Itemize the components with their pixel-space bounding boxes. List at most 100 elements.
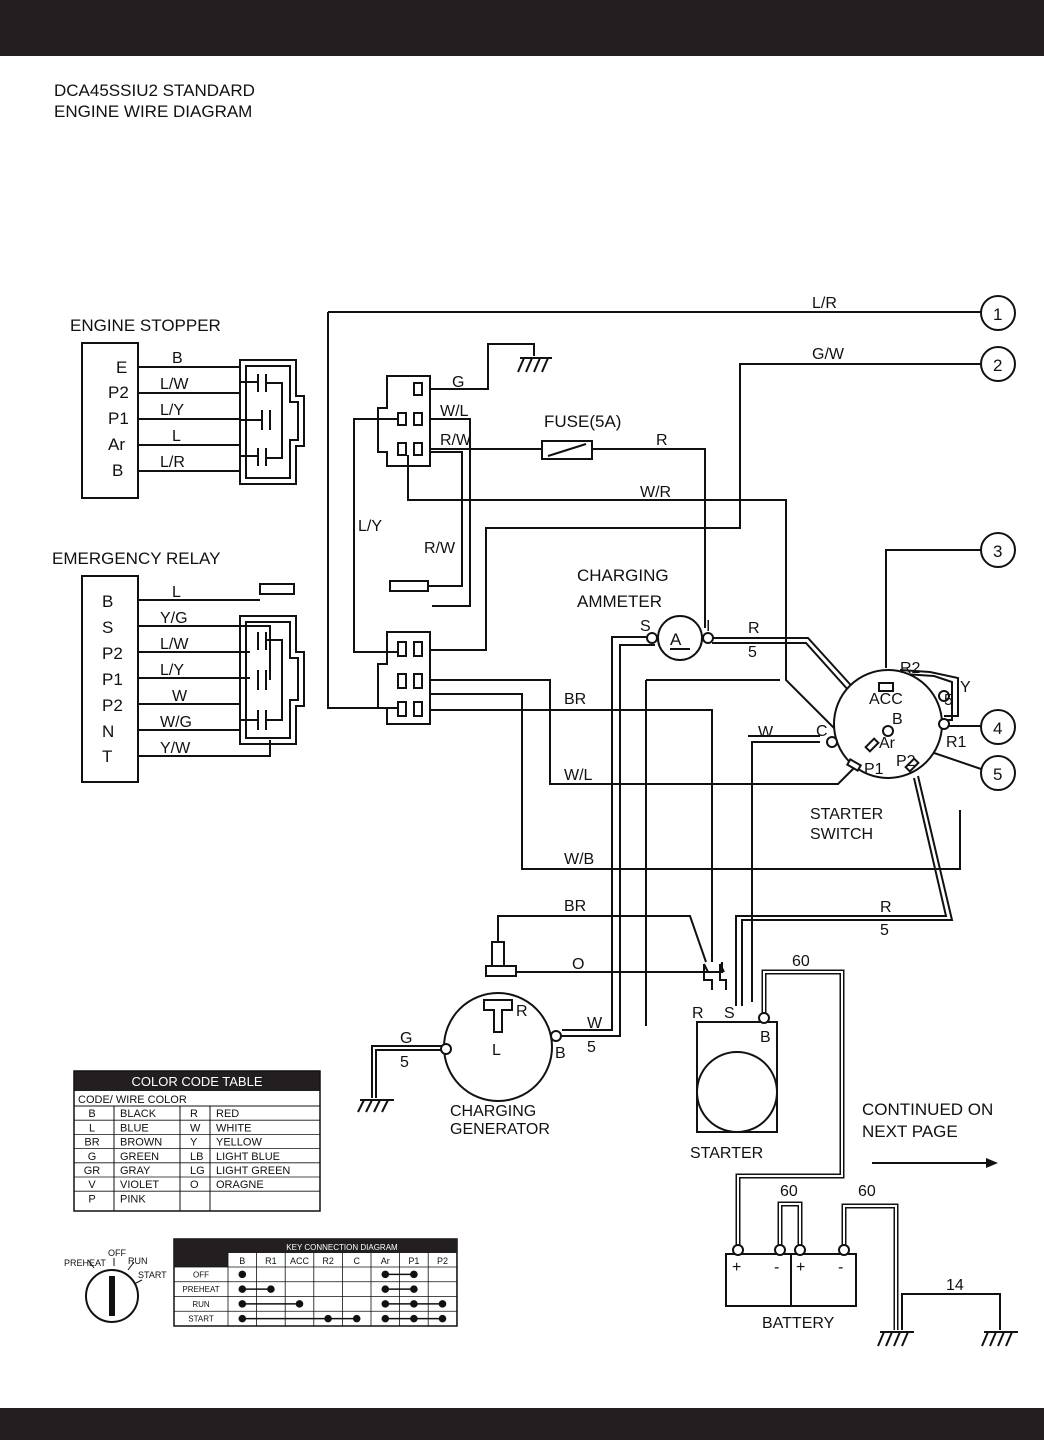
key-switch: PREHEAT OFF RUN START <box>64 1248 167 1323</box>
es-wire-2: L/W <box>160 376 189 393</box>
kcd-dot <box>324 1314 332 1323</box>
wl-g: G <box>452 374 464 391</box>
starter-b: B <box>760 1029 771 1046</box>
engine-stopper-block <box>81 342 139 499</box>
wl-w: W <box>758 724 774 741</box>
emergency-relay-block <box>81 575 139 783</box>
battery-minus-2: - <box>838 1259 843 1276</box>
charging-generator: R L B CHARGING GENERATOR <box>440 941 566 1138</box>
kcd-dot <box>381 1314 390 1323</box>
key-preheat: PREHEAT <box>64 1258 106 1268</box>
connector-5 <box>980 755 1016 791</box>
kcd-column-header: ACC <box>290 1256 310 1266</box>
wl-wb: W/B <box>564 851 594 868</box>
wl-wl2: W/L <box>564 767 593 784</box>
es-wire-5: L/R <box>160 454 185 471</box>
fuse-label: FUSE(5A) <box>544 412 621 431</box>
connector-4 <box>980 709 1016 745</box>
key-run: RUN <box>128 1256 148 1266</box>
color-table-cell: VIOLET <box>120 1179 159 1191</box>
wl-r6a: R <box>880 899 892 916</box>
connector-4-label: 4 <box>993 719 1002 738</box>
kcd-title: KEY CONNECTION DIAGRAM <box>286 1243 398 1252</box>
color-table-cell: PINK <box>120 1193 146 1205</box>
es-wire-1: B <box>172 350 183 367</box>
wl-br: BR <box>564 691 586 708</box>
ground-symbol-gen <box>357 1099 394 1113</box>
ammeter-a: A <box>670 630 682 649</box>
ss-ar: Ar <box>879 735 896 752</box>
er-wire-2: Y/G <box>160 610 188 627</box>
battery-cables <box>735 969 899 1330</box>
es-pin-3: P1 <box>108 409 129 428</box>
wl-14: 14 <box>946 1277 964 1294</box>
color-table-cell: WHITE <box>216 1122 251 1134</box>
kcd-dot <box>295 1300 304 1308</box>
spare-terminal <box>389 580 429 592</box>
title-line-1: DCA45SSIU2 STANDARD <box>54 81 255 100</box>
color-table-cell: O <box>190 1179 199 1191</box>
er-wire-5: W <box>172 688 188 705</box>
color-table-cell: LB <box>190 1151 203 1163</box>
er-wire-1: L <box>172 584 181 601</box>
es-pin-5: B <box>112 461 123 480</box>
lower-connector <box>377 631 431 725</box>
kcd-dot <box>381 1270 390 1279</box>
gen-label-2: GENERATOR <box>450 1121 550 1138</box>
gen-l: L <box>492 1042 501 1059</box>
connector-3 <box>980 532 1016 568</box>
battery-label: BATTERY <box>762 1315 835 1332</box>
wl-60c: 60 <box>858 1183 876 1200</box>
kcd-column-header: C <box>353 1256 360 1266</box>
wl-y5: 5 <box>944 692 953 709</box>
color-table-cell: B <box>88 1108 95 1120</box>
engine-stopper: ENGINE STOPPER E P2 P1 Ar B B L/W L/Y L … <box>70 316 305 499</box>
color-table-header-bar <box>74 1071 320 1091</box>
color-table-title: COLOR CODE TABLE <box>132 1074 263 1089</box>
emergency-relay-label: EMERGENCY RELAY <box>52 549 220 568</box>
kcd-row-label: RUN <box>192 1300 210 1309</box>
starter-s: S <box>724 1005 735 1022</box>
gen-r: R <box>516 1003 528 1020</box>
wl-r5a: R <box>748 620 760 637</box>
wl-gw: G/W <box>812 346 845 363</box>
ground-symbol-g <box>517 357 552 373</box>
kcd-dot <box>410 1314 418 1323</box>
color-table-cell: YELLOW <box>216 1137 262 1149</box>
emergency-relay: EMERGENCY RELAY B S P2 P1 P2 N T L Y/G L… <box>52 549 305 783</box>
kcd-column-header: B <box>239 1256 245 1266</box>
color-table-cell: GRAY <box>120 1165 151 1177</box>
key-start: START <box>138 1270 167 1280</box>
ammeter-s: S <box>640 618 651 635</box>
color-table-cell: ORAGNE <box>216 1179 264 1191</box>
color-table-cell: LG <box>190 1165 205 1177</box>
top-banner <box>0 0 1044 56</box>
color-table-cell: V <box>88 1179 96 1191</box>
battery-plus-2: + <box>796 1259 805 1276</box>
ss-label-1: STARTER <box>810 806 883 823</box>
wl-r6b: 5 <box>880 922 889 939</box>
wl-rw: R/W <box>440 432 472 449</box>
continued-note: CONTINUED ON NEXT PAGE <box>862 1100 998 1168</box>
kcd-dot <box>267 1285 275 1293</box>
ammeter-label-1: CHARGING <box>577 566 669 585</box>
color-table-cell: GREEN <box>120 1151 159 1163</box>
arrow-right-icon <box>986 1158 998 1168</box>
ss-b: B <box>892 711 903 728</box>
connector-3-label: 3 <box>993 542 1002 561</box>
connector-2-label: 2 <box>993 356 1002 375</box>
color-table-subheader: CODE/ WIRE COLOR <box>78 1094 187 1106</box>
color-table-cell: BLACK <box>120 1108 157 1120</box>
wl-60a: 60 <box>792 953 810 970</box>
numbered-connectors: 1 2 3 4 5 <box>980 295 1016 791</box>
wl-g5a: G <box>400 1030 412 1047</box>
gen-b: B <box>555 1045 566 1062</box>
wl-w5a: W <box>587 1015 603 1032</box>
wl-y: Y <box>960 679 971 696</box>
battery-minus-1: - <box>774 1259 779 1276</box>
er-wire-7: Y/W <box>160 740 191 757</box>
continued-line-1: CONTINUED ON <box>862 1100 993 1119</box>
